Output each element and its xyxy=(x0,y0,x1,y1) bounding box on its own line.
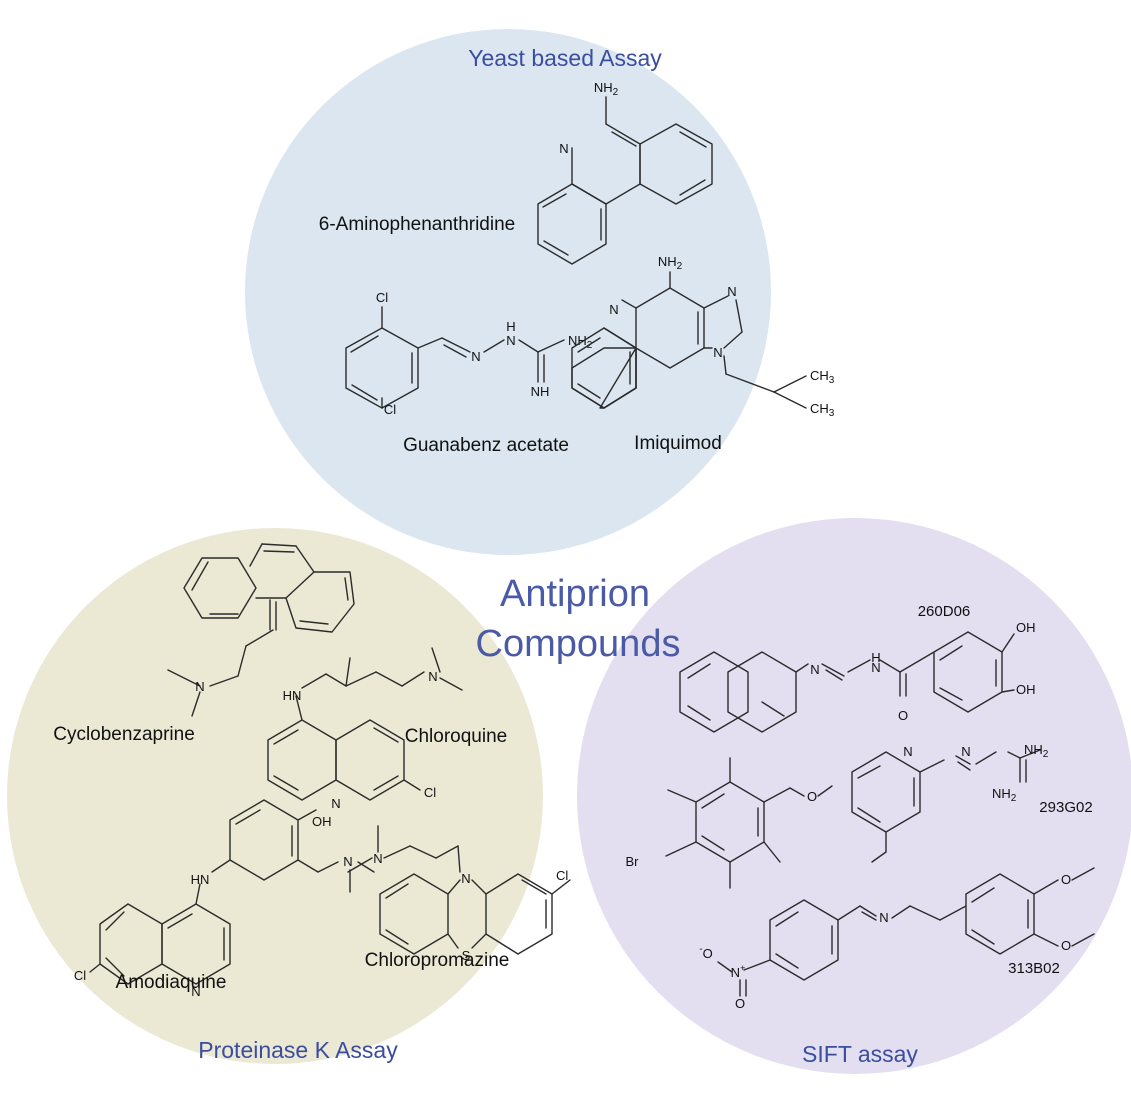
atom-label-ch3: CH3 xyxy=(810,401,835,419)
compound-label-chloropromazine: Chloropromazine xyxy=(365,950,510,971)
atom-label: N xyxy=(191,984,200,999)
compound-label-6-aminophenanthridine: 6-Aminophenanthridine xyxy=(319,214,515,235)
proteinase-k-assay-label: Proteinase K Assay xyxy=(198,1037,398,1063)
atom-label: O xyxy=(735,996,745,1011)
atom-label: N xyxy=(903,744,912,759)
proteinase-k-assay-circle xyxy=(7,528,543,1064)
compound-label-260d06: 260D06 xyxy=(918,603,971,620)
atom-label: N xyxy=(343,854,352,869)
atom-label: Cl xyxy=(376,290,388,305)
atom-label: H xyxy=(506,319,515,334)
structure-293g02: Br O N N NH2 NH2 xyxy=(626,742,1049,889)
atom-label: N xyxy=(713,345,722,360)
atom-label: N xyxy=(331,796,340,811)
atom-label: O xyxy=(807,789,817,804)
yeast-assay-label: Yeast based Assay xyxy=(468,45,662,71)
structure-6-aminophenanthridine: N NH2 xyxy=(537,80,713,265)
atom-label: Cl xyxy=(424,785,436,800)
structure-guanabenz: Cl Cl N N H NH2 NH xyxy=(345,290,593,417)
atom-label: Cl xyxy=(74,968,86,983)
compound-label-313b02: 313B02 xyxy=(1008,960,1060,977)
atom-label: N xyxy=(871,660,880,675)
atom-label-nh2: NH2 xyxy=(568,333,593,351)
atom-label: Cl xyxy=(384,402,396,417)
atom-label: Cl xyxy=(556,868,568,883)
sift-assay-circle xyxy=(577,518,1131,1074)
atom-label: N xyxy=(428,669,437,684)
atom-label: NH xyxy=(531,384,550,399)
atom-label: N xyxy=(195,679,204,694)
yeast-assay-circle xyxy=(245,29,771,555)
atom-label: N xyxy=(461,871,470,886)
compound-label-293g02: 293G02 xyxy=(1039,799,1092,816)
atom-label: S xyxy=(462,948,471,963)
atom-label: N xyxy=(373,851,382,866)
center-title-line2: Compounds xyxy=(476,623,681,665)
atom-label-nh2: NH2 xyxy=(658,254,683,272)
atom-label: Br xyxy=(626,854,640,869)
atom-label-o-minus: -O xyxy=(699,944,712,961)
structure-260d06: N N H O OH OH xyxy=(679,620,1036,733)
atom-label: OH xyxy=(312,814,332,829)
atom-label: N xyxy=(810,662,819,677)
atom-label: H xyxy=(871,650,880,665)
structure-chloropromazine: N N S Cl xyxy=(347,825,571,963)
compound-label-chloroquine: Chloroquine xyxy=(405,726,507,747)
atom-label: N xyxy=(879,910,888,925)
atom-label-ch3: CH3 xyxy=(810,368,835,386)
compound-label-cyclobenzaprine: Cyclobenzaprine xyxy=(53,724,195,745)
structure-cyclobenzaprine: N xyxy=(167,543,355,717)
sift-assay-label: SIFT assay xyxy=(802,1041,918,1067)
atom-label: HN xyxy=(191,872,210,887)
atom-label: O xyxy=(1061,872,1071,887)
atom-label-nh2: NH2 xyxy=(594,80,619,98)
atom-label: O xyxy=(898,708,908,723)
compound-label-guanabenz-acetate: Guanabenz acetate xyxy=(403,435,569,456)
structure-imiquimod: N N N NH2 CH3 CH3 xyxy=(571,254,835,419)
compound-label-amodiaquine: Amodiaquine xyxy=(116,972,227,993)
atom-label: N xyxy=(727,284,736,299)
atom-label-nh2: NH2 xyxy=(1024,742,1049,760)
atom-label: N xyxy=(559,141,568,156)
atom-label: N xyxy=(609,302,618,317)
atom-label-nh2: NH2 xyxy=(992,786,1017,804)
structure-313b02: N O O N+ -O O xyxy=(699,867,1095,1011)
center-title-line1: Antiprion xyxy=(500,573,650,615)
atom-label: N xyxy=(471,349,480,364)
atom-label: O xyxy=(1061,938,1071,953)
structure-amodiaquine: OH N HN N Cl xyxy=(74,799,375,999)
atom-label-n-plus: N+ xyxy=(731,963,746,980)
atom-label: N xyxy=(961,744,970,759)
atom-label: OH xyxy=(1016,682,1036,697)
atom-label: OH xyxy=(1016,620,1036,635)
compound-label-imiquimod: Imiquimod xyxy=(634,433,722,454)
atom-label: N xyxy=(506,333,515,348)
atom-label: HN xyxy=(283,688,302,703)
structure-chloroquine: HN N N Cl xyxy=(267,647,463,811)
